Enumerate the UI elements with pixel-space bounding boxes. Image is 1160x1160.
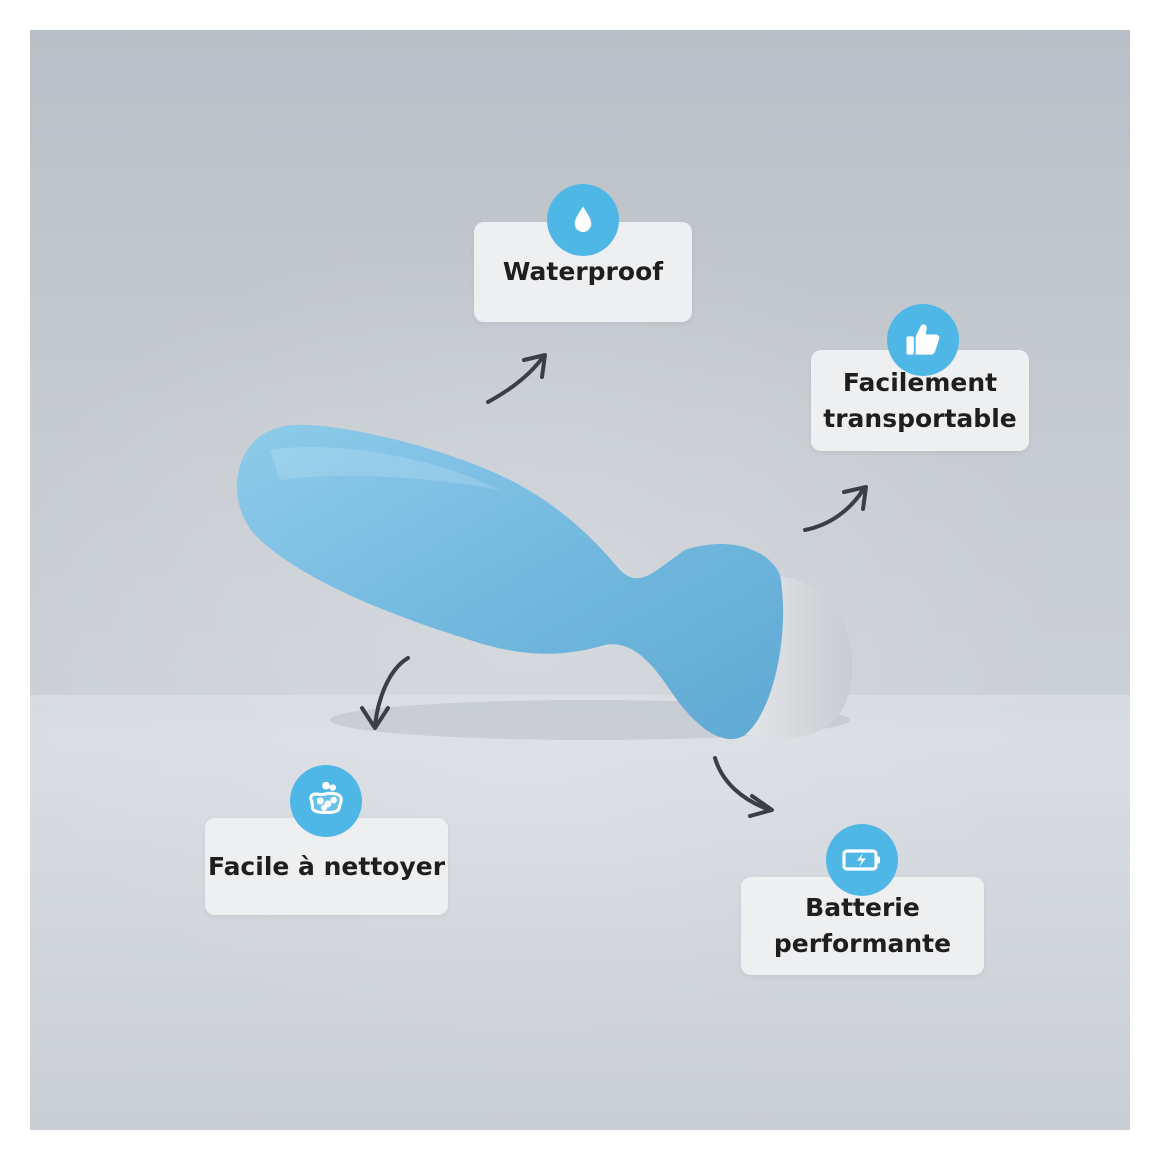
sponge-icon — [290, 765, 362, 837]
feature-label-waterproof: Waterproof — [502, 257, 664, 286]
thumbs-up-icon — [887, 304, 959, 376]
arrow-to-battery — [713, 756, 774, 818]
feature-label-battery-line1: Batterie — [805, 893, 920, 922]
battery-charging-icon — [826, 824, 898, 896]
arrow-to-transportable — [803, 485, 868, 532]
arrow-to-waterproof — [486, 353, 547, 404]
arrow-to-cleaning — [360, 656, 410, 730]
feature-label-battery-line2: performante — [773, 929, 952, 958]
feature-card-battery: Batterie performante — [741, 877, 984, 975]
feature-card-cleaning: Facile à nettoyer — [205, 818, 448, 915]
feature-label-transportable-line2: transportable — [823, 403, 1017, 433]
arrow-layer — [360, 353, 868, 818]
water-drop-icon — [547, 184, 619, 256]
feature-label-cleaning: Facile à nettoyer — [207, 851, 446, 881]
product-image — [236, 424, 853, 740]
